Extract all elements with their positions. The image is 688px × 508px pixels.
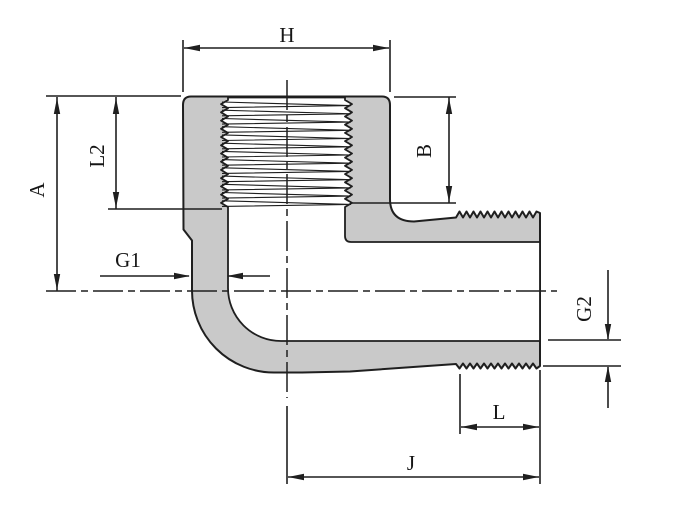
label-l: L [493,400,506,424]
arrowhead-right [174,272,190,280]
arrowhead-left [288,473,304,481]
arrowhead-right [523,423,539,431]
dimension-l [459,374,539,434]
dimension-a [46,95,181,291]
label-b: B [412,144,436,158]
arrowhead-down [604,324,612,340]
dimension-g2 [543,270,621,408]
arrowhead-down [53,274,61,290]
arrowhead-up [445,98,453,114]
arrowhead-right [523,473,539,481]
arrowhead-up [112,98,120,114]
dimension-j [286,406,539,484]
label-a: A [25,182,49,198]
dimension-l2 [108,97,222,210]
label-g2: G2 [572,296,596,322]
arrowhead-left [461,423,477,431]
arrowhead-up [604,366,612,382]
label-j: J [407,451,415,475]
label-h: H [279,23,294,47]
dimension-h [182,40,391,92]
label-l2: L2 [85,144,109,167]
dimension-b [350,96,456,204]
arrowhead-down [112,192,120,208]
arrowhead-down [445,186,453,202]
arrowhead-right [373,44,389,52]
dimension-g1 [100,272,270,280]
arrowhead-left [227,272,243,280]
arrowhead-up [53,98,61,114]
bore [220,96,541,342]
arrowhead-left [184,44,200,52]
label-g1: G1 [115,248,141,272]
